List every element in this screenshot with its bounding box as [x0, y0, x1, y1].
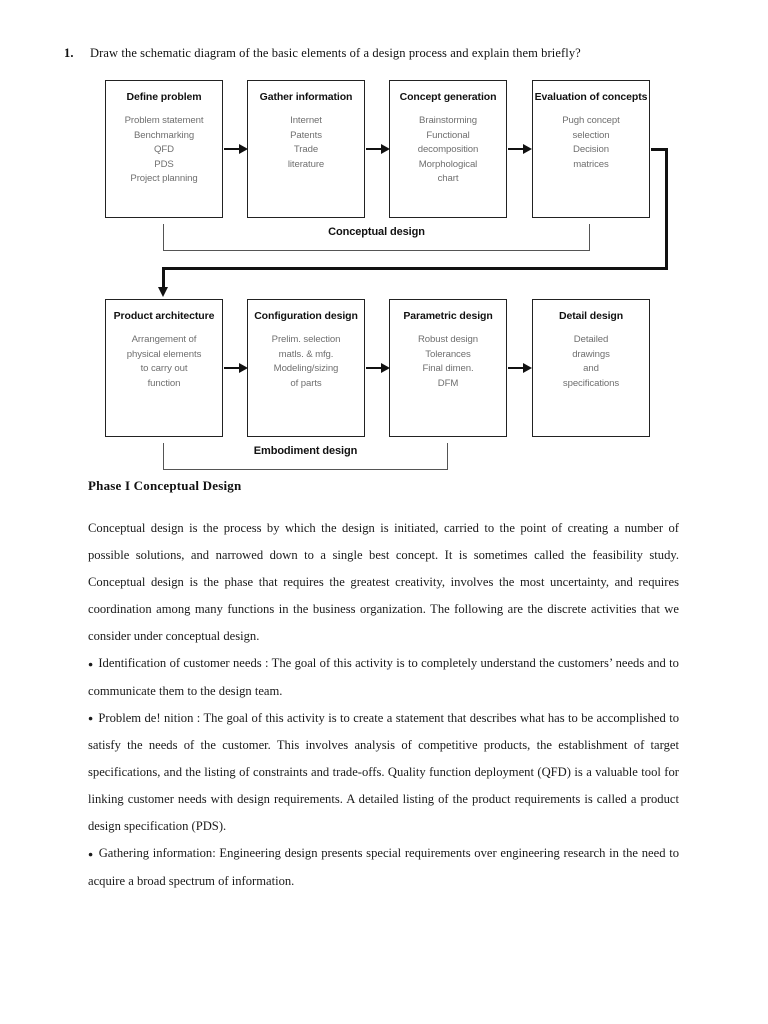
box-items: Problem statement Benchmarking QFD PDS P… — [124, 115, 204, 184]
box-title: Configuration design — [254, 310, 358, 322]
feedback-path-segment — [162, 267, 667, 270]
box-title: Product architecture — [113, 310, 215, 322]
process-box-gather-information: Gather information Internet Patents Trad… — [247, 80, 365, 218]
box-title: Parametric design — [403, 310, 493, 322]
box-items: Pugh concept selection Decision matrices — [562, 115, 620, 170]
box-items: Detailed drawings and specifications — [562, 334, 620, 389]
box-title: Evaluation of concepts — [534, 91, 648, 103]
phase-heading: Phase I Conceptual Design — [88, 478, 242, 493]
paragraph: Conceptual design is the process by whic… — [88, 521, 679, 643]
bracket-label: Conceptual design — [164, 223, 589, 241]
box-title: Gather information — [259, 91, 353, 103]
bullet-problem-definition: Problem de! nition : The goal of this ac… — [88, 705, 679, 841]
arrow-right-icon — [224, 363, 248, 373]
box-items: Prelim. selection matls. & mfg. Modeling… — [271, 334, 341, 389]
process-box-detail-design: Detail design Detailed drawings and spec… — [532, 299, 650, 437]
process-box-define-problem: Define problem Problem statement Benchma… — [105, 80, 223, 218]
box-items: Arrangement of physical elements to carr… — [126, 334, 202, 389]
arrow-right-icon — [366, 144, 390, 154]
process-box-configuration-design: Configuration design Prelim. selection m… — [247, 299, 365, 437]
arrow-right-icon — [508, 144, 532, 154]
box-title: Define problem — [126, 91, 202, 103]
box-items: Brainstorming Functional decomposition M… — [417, 115, 479, 184]
phase-body: Conceptual design is the process by whic… — [88, 515, 679, 895]
design-process-diagram: Define problem Problem statement Benchma… — [0, 0, 768, 480]
process-box-parametric-design: Parametric design Robust design Toleranc… — [389, 299, 507, 437]
box-items: Internet Patents Trade literature — [287, 115, 325, 170]
box-items: Robust design Tolerances Final dimen. DF… — [417, 334, 479, 389]
feedback-path-segment — [651, 148, 668, 151]
question-number: 1. — [64, 46, 74, 60]
bracket-conceptual-design: Conceptual design — [163, 223, 590, 251]
arrow-right-icon — [508, 363, 532, 373]
process-box-product-architecture: Product architecture Arrangement of phys… — [105, 299, 223, 437]
feedback-path-segment — [665, 148, 668, 270]
arrow-down-icon — [158, 287, 168, 297]
question-heading: 1. Draw the schematic diagram of the basi… — [64, 46, 684, 61]
process-box-evaluation-of-concepts: Evaluation of concepts Pugh concept sele… — [532, 80, 650, 218]
box-title: Concept generation — [399, 91, 497, 103]
bracket-embodiment-design: Embodiment design — [163, 442, 448, 470]
box-title: Detail design — [558, 310, 624, 322]
feedback-path-segment — [162, 267, 165, 289]
process-box-concept-generation: Concept generation Brainstorming Functio… — [389, 80, 507, 218]
arrow-right-icon — [224, 144, 248, 154]
bullet-identification-of-customer-needs: Identification of customer needs : The g… — [88, 650, 679, 705]
bullet-gathering-information: Gathering information: Engineering desig… — [88, 840, 679, 895]
arrow-right-icon — [366, 363, 390, 373]
bracket-label: Embodiment design — [164, 442, 447, 460]
question-text: Draw the schematic diagram of the basic … — [90, 46, 581, 60]
